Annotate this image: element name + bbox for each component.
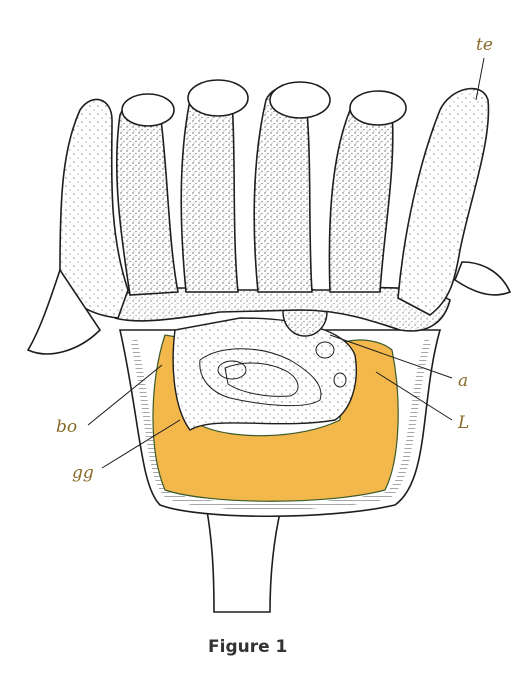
tentacle-2-stipple (116, 99, 178, 295)
tentacle-6-stipple (398, 88, 489, 315)
leader-L (375, 371, 453, 421)
tentacle-4-tip (269, 81, 331, 119)
tentacle-5-stipple (329, 96, 393, 292)
polyp-stalk (204, 499, 285, 613)
tentacle-1-stipple (60, 99, 128, 318)
leader-te (475, 57, 485, 101)
gut-loop (199, 348, 322, 407)
tentacle-4-stipple (254, 86, 312, 292)
leader-bo (87, 364, 163, 426)
tentacle-1-tip (26, 268, 102, 355)
gut-ellipse (217, 360, 247, 380)
tentacle-2-tip (121, 93, 175, 127)
tentacles (26, 79, 512, 355)
label-bo: bo (56, 417, 77, 437)
label-te: te (476, 35, 493, 55)
tentacle-5-tip (349, 90, 407, 126)
tentacle-3-tip (187, 79, 249, 117)
label-gg: gg (72, 463, 94, 483)
leader-a (329, 334, 453, 379)
tentacle-crown-stipple (100, 287, 450, 331)
label-a: a (458, 371, 468, 391)
epidermis-layer (130, 338, 432, 510)
gut-loop-inner (224, 362, 299, 397)
label-L: L (457, 413, 469, 433)
figure-caption: Figure 1 (208, 637, 287, 657)
tentacle-3-stipple (181, 86, 238, 292)
small-cell-2 (333, 372, 347, 388)
tentacle-6-lower (454, 261, 512, 296)
gastric-cavity-highlight (152, 334, 399, 502)
small-cell-1 (315, 341, 335, 359)
visceral-mass-stipple (173, 318, 357, 430)
leader-gg (101, 419, 181, 469)
